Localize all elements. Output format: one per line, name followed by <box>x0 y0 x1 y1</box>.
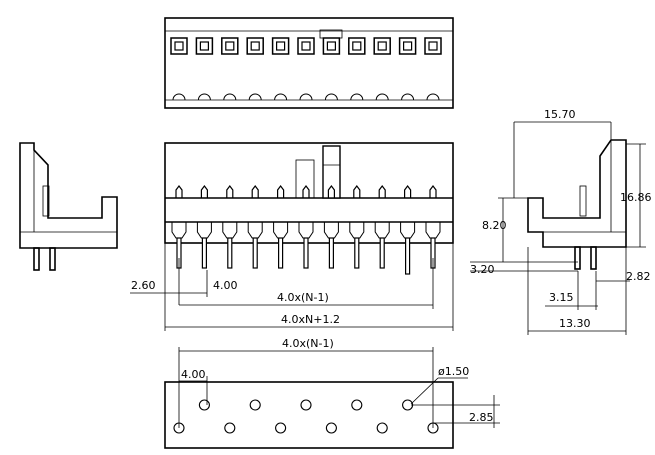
contact-square-inner <box>276 41 286 51</box>
pin-hole <box>300 399 312 411</box>
pin-tip <box>429 185 437 198</box>
pin-hole <box>224 422 236 434</box>
pin-collar <box>247 222 263 239</box>
right-view-pin-1 <box>574 246 581 270</box>
pin-bump <box>401 93 415 101</box>
dim-13-30: 13.30 <box>559 317 591 330</box>
pin-hole <box>198 399 210 411</box>
pin-bump <box>248 93 262 101</box>
pin-bump <box>172 93 186 101</box>
pin-collar <box>196 222 212 239</box>
right-view-body <box>527 139 627 248</box>
left-view-pin-1 <box>33 247 40 271</box>
contact-square-inner <box>352 41 362 51</box>
pin-hole <box>351 399 363 411</box>
contact-square-inner <box>403 41 413 51</box>
contact-square-inner <box>428 41 438 51</box>
front-view <box>164 142 454 275</box>
dim-16-86: 16.86 <box>620 191 652 204</box>
bottom-view <box>164 381 454 449</box>
front-view-latch <box>322 145 341 199</box>
pin-bump <box>274 93 288 101</box>
contact-square-inner <box>301 41 311 51</box>
front-view-body <box>164 142 454 244</box>
pin-tip <box>353 185 361 198</box>
dim-4-00-front: 4.00 <box>213 279 238 292</box>
left-side-view <box>19 142 118 271</box>
pin-tip <box>175 185 183 198</box>
pin-collar <box>171 222 187 239</box>
dim-15-70: 15.70 <box>544 108 576 121</box>
top-view-contact-squares <box>170 37 442 55</box>
pin-tip <box>302 185 310 198</box>
dim-span-bottom: 4.0x(N-1) <box>282 337 334 350</box>
pin-bump <box>375 93 389 101</box>
pin-leg <box>328 237 334 269</box>
pin-collar <box>222 222 238 239</box>
pin-bump <box>299 93 313 101</box>
right-view-pin-top <box>579 185 587 217</box>
contact-square-inner <box>377 41 387 51</box>
pin-hole <box>376 422 388 434</box>
dim-hole-diameter: ø1.50 <box>438 365 469 378</box>
pin-bump <box>223 93 237 101</box>
pin-bump <box>324 93 338 101</box>
pin-collar <box>400 222 416 239</box>
pin-hole <box>275 422 287 434</box>
pin-bump <box>426 93 440 101</box>
dim-3-15: 3.15 <box>549 291 574 304</box>
dim-4-00-bottom: 4.00 <box>181 368 206 381</box>
dim-3-20: 3.20 <box>470 263 495 276</box>
front-view-key <box>295 159 315 199</box>
dim-2-82: 2.82 <box>626 270 651 283</box>
contact-square-inner <box>174 41 184 51</box>
dim-2-85: 2.85 <box>469 411 494 424</box>
top-view <box>164 17 454 109</box>
pin-leg <box>303 237 309 269</box>
pin-hole <box>325 422 337 434</box>
pin-leg <box>227 237 233 269</box>
pin-collar <box>349 222 365 239</box>
pin-leg <box>405 237 411 275</box>
contact-square-inner <box>199 41 209 51</box>
pin-bump <box>350 93 364 101</box>
pin-leg <box>278 237 284 269</box>
pin-tip <box>200 185 208 198</box>
contact-square-inner <box>250 41 260 51</box>
pin-collar <box>273 222 289 239</box>
pin-leg <box>201 237 207 269</box>
left-view-pin-2 <box>49 247 56 271</box>
pin-tip <box>251 185 259 198</box>
pin-tip <box>277 185 285 198</box>
bottom-view-holes <box>173 399 439 434</box>
dim-total-front: 4.0xN+1.2 <box>281 313 340 326</box>
pin-tip <box>404 185 412 198</box>
pin-tip <box>226 185 234 198</box>
right-side-view <box>527 139 627 270</box>
pin-leg <box>354 237 360 269</box>
pin-collar <box>374 222 390 239</box>
pin-hole <box>249 399 261 411</box>
dim-8-20: 8.20 <box>482 219 507 232</box>
pin-leg <box>379 237 385 269</box>
right-view-pin-2 <box>590 246 597 270</box>
pin-collar <box>298 222 314 239</box>
left-view-pin-top <box>42 185 50 217</box>
pin-bump <box>197 93 211 101</box>
dim-2-60: 2.60 <box>131 279 156 292</box>
dimensions: 15.70 16.86 8.20 3.20 2.82 3.15 13.30 2.… <box>130 108 652 428</box>
bottom-view-body <box>164 381 454 449</box>
contact-square-inner <box>225 41 235 51</box>
top-view-pin-bumps <box>172 93 440 101</box>
pin-tip <box>327 185 335 198</box>
pin-collar <box>425 222 441 239</box>
pin-leg <box>252 237 258 269</box>
pin-tip <box>378 185 386 198</box>
pin-collar <box>323 222 339 239</box>
top-view-body <box>164 17 454 109</box>
dim-span-front: 4.0x(N-1) <box>277 291 329 304</box>
front-view-pins <box>171 185 441 275</box>
contact-square-inner <box>326 41 336 51</box>
